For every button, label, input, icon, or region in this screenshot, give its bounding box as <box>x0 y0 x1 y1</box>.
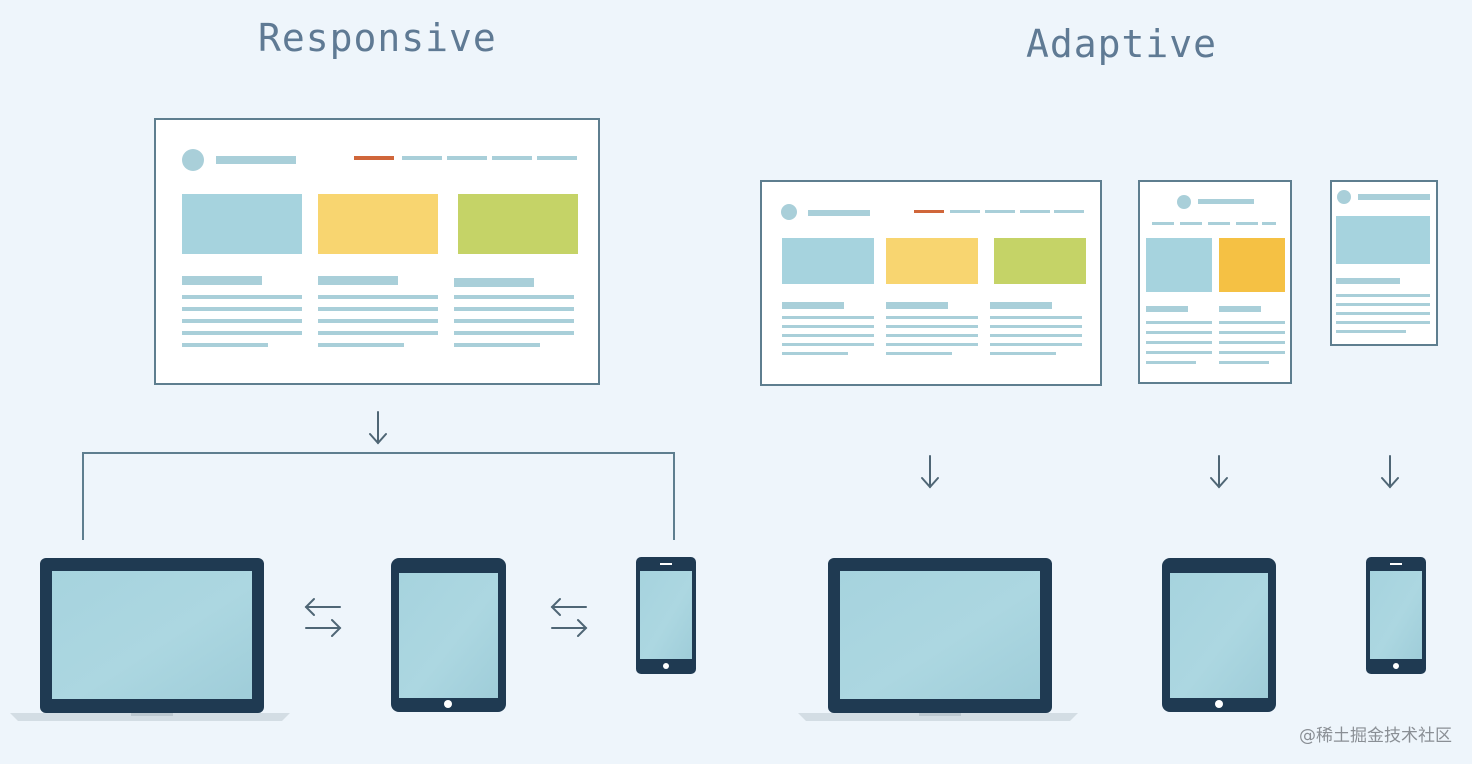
tablet-icon <box>1162 558 1276 712</box>
responsive-layout-mockup <box>154 118 600 385</box>
swap-arrows-icon <box>304 598 342 637</box>
phone-icon <box>1366 557 1426 674</box>
down-arrow-icon <box>1381 455 1399 489</box>
down-arrow-icon <box>1210 455 1228 489</box>
down-arrow-icon <box>369 411 387 445</box>
connector-line <box>82 452 675 540</box>
adaptive-title: Adaptive <box>1026 22 1218 66</box>
adaptive-tablet-layout-mockup <box>1138 180 1292 384</box>
adaptive-desktop-layout-mockup <box>760 180 1102 386</box>
responsive-title: Responsive <box>258 16 497 60</box>
down-arrow-icon <box>921 455 939 489</box>
tablet-icon <box>391 558 506 712</box>
phone-icon <box>636 557 696 674</box>
swap-arrows-icon <box>550 598 588 637</box>
laptop-icon <box>798 558 1078 721</box>
adaptive-phone-layout-mockup <box>1330 180 1438 346</box>
watermark: @稀土掘金技术社区 <box>1299 726 1452 746</box>
laptop-icon <box>10 558 290 721</box>
